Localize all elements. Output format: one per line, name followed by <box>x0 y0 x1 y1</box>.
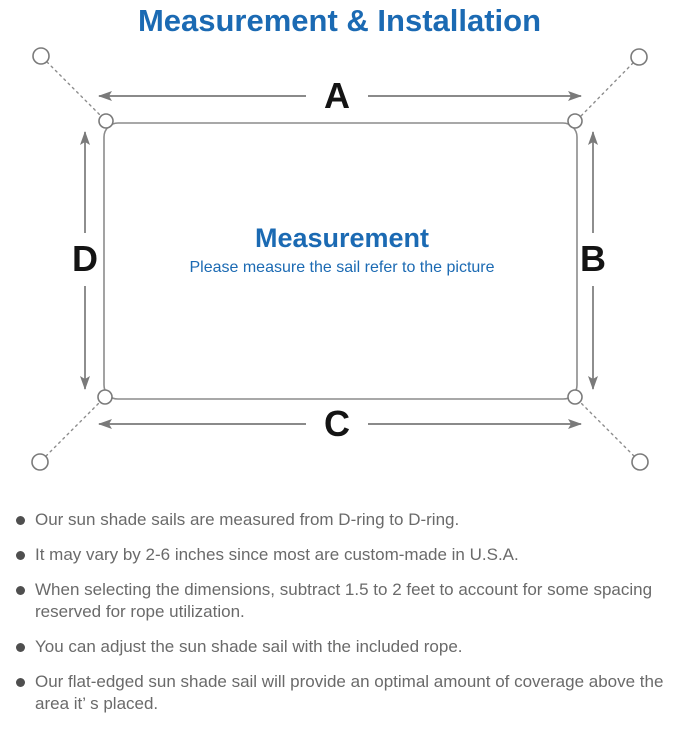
sail-outline <box>103 122 578 400</box>
dimension-label-d: D <box>72 238 98 279</box>
grommet-bottom-right <box>567 389 583 405</box>
diagram-svg: A C D B Measurement Please measure the s… <box>31 47 649 471</box>
bullet-icon <box>16 586 25 595</box>
list-item: It may vary by 2-6 inches since most are… <box>14 544 673 566</box>
anchor-ring-top-right <box>630 48 648 66</box>
dimension-label-c: C <box>324 403 350 444</box>
list-item-text: Our flat-edged sun shade sail will provi… <box>35 672 664 713</box>
tether-line-top-right <box>580 62 634 117</box>
measurement-diagram: A C D B Measurement Please measure the s… <box>0 39 679 499</box>
list-item-text: When selecting the dimensions, subtract … <box>35 580 653 621</box>
tether-line-top-left <box>46 61 102 117</box>
bullet-icon <box>16 678 25 687</box>
list-item: Our sun shade sails are measured from D-… <box>14 509 673 531</box>
grommet-bottom-left <box>97 389 113 405</box>
list-item: Our flat-edged sun shade sail will provi… <box>14 671 673 715</box>
list-item-text: You can adjust the sun shade sail with t… <box>35 637 463 656</box>
grommet-top-left <box>98 113 114 129</box>
tether-line-bottom-left <box>45 401 101 457</box>
center-subtitle: Please measure the sail refer to the pic… <box>189 259 494 276</box>
bullet-icon <box>16 643 25 652</box>
grommet-top-right <box>567 113 583 129</box>
list-item-text: Our sun shade sails are measured from D-… <box>35 510 460 529</box>
notes-list: Our sun shade sails are measured from D-… <box>0 509 679 715</box>
tether-line-bottom-right <box>579 401 635 457</box>
list-item: When selecting the dimensions, subtract … <box>14 579 673 623</box>
list-item-text: It may vary by 2-6 inches since most are… <box>35 545 519 564</box>
page-title: Measurement & Installation <box>137 3 542 38</box>
bullet-icon <box>16 551 25 560</box>
center-title: Measurement <box>255 223 429 253</box>
dimension-label-b: B <box>580 238 606 279</box>
anchor-ring-bottom-right <box>631 453 649 471</box>
anchor-ring-top-left <box>32 47 50 65</box>
dimension-label-a: A <box>324 75 350 116</box>
bullet-icon <box>16 516 25 525</box>
list-item: You can adjust the sun shade sail with t… <box>14 636 673 658</box>
anchor-ring-bottom-left <box>31 453 49 471</box>
